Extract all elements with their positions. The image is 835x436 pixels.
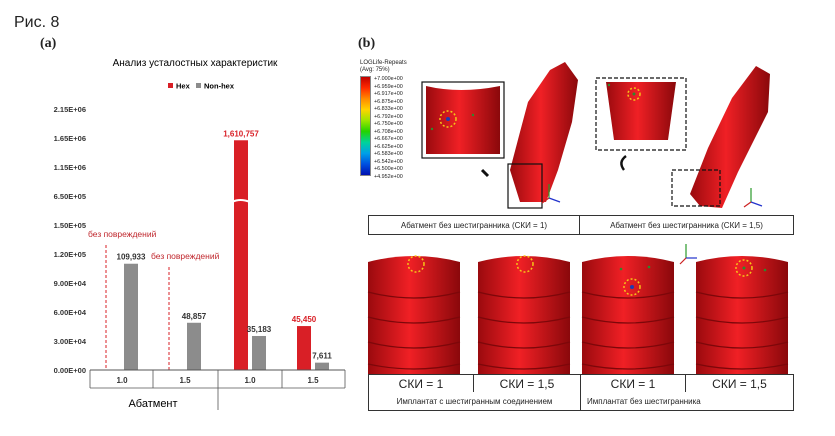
abutment-2-zoom (595, 77, 687, 171)
bar-nonhex (187, 322, 201, 370)
legend-title-2: (Avg: 75%) (360, 67, 390, 73)
implant-1-model (367, 255, 461, 374)
bar-label-hex: 45,450 (292, 315, 317, 324)
bar-label-nonhex: 7,611 (312, 352, 332, 361)
abutment-1-model (480, 62, 578, 209)
caption-ski-1b: СКИ = 1 (581, 375, 686, 393)
legend-color-bar (360, 76, 371, 176)
legend-value: +6.667e+00 (374, 136, 403, 142)
x-tick-label: 1.5 (179, 376, 191, 385)
x-tick-label: 1.0 (116, 376, 128, 385)
caption-abutment-1: Абатмент без шестигранника (СКИ = 1) (369, 216, 580, 234)
legend-value: +7.000e+00 (374, 76, 403, 82)
bar-label-hex: 1,610,757 (223, 129, 259, 138)
y-tick-label: 3.00E+04 (54, 337, 87, 346)
y-tick-label: 0.00E+00 (54, 366, 86, 375)
y-tick-label: 2.15E+06 (54, 105, 86, 114)
implant-4-model (695, 256, 789, 374)
legend-value: +6.750e+00 (374, 121, 403, 127)
implant-values-row: СКИ = 1 СКИ = 1,5 СКИ = 1 СКИ = 1,5 (368, 374, 794, 394)
caption-implant-nonhex: Имплантат без шестигранника (587, 396, 701, 406)
legend-value: +6.833e+00 (374, 106, 403, 112)
caption-abutment-2: Абатмент без шестигранника (СКИ = 1,5) (610, 220, 763, 230)
x-tick-label: 1.5 (307, 376, 319, 385)
legend-title-1: LOGLife-Repeats (360, 60, 407, 66)
implant-groups-row: Имплантат с шестигранным соединением Имп… (368, 392, 794, 411)
y-tick-label: 1.65E+06 (54, 134, 86, 143)
abutment-1-zoom (421, 81, 505, 159)
legend-swatch-nonhex (196, 83, 201, 88)
annotation-no-damage: без повреждений (88, 229, 157, 239)
legend-label-nonhex: Non-hex (204, 82, 235, 91)
legend-label-hex: Hex (176, 82, 191, 91)
x-tick-label: 1.0 (244, 376, 256, 385)
y-tick-label: 1.50E+05 (54, 221, 86, 230)
bar-label-nonhex: 48,857 (182, 312, 207, 321)
annotation-no-damage: без повреждений (151, 251, 220, 261)
y-tick-label: 1.15E+06 (54, 163, 86, 172)
legend-value: +6.583e+00 (374, 151, 403, 157)
chart-title: Анализ усталостных характеристик (113, 58, 278, 69)
bar-label-nonhex: 109,933 (117, 253, 146, 262)
panel-a-label: (a) (40, 36, 57, 51)
legend-value: +6.875e+00 (374, 98, 403, 105)
x-axis-label: Абатмент (128, 398, 177, 410)
caption-ski-15a: СКИ = 1,5 (474, 375, 581, 393)
legend-value: +6.917e+00 (374, 91, 403, 97)
bar-nonhex (252, 335, 266, 370)
legend-value: +6.792e+00 (374, 113, 403, 120)
bar-nonhex (315, 362, 329, 370)
fea-results-panel: LOGLife-Repeats (Avg: 75%) +7.000e+00+6.… (360, 52, 796, 412)
legend-values: +7.000e+00+6.959e+00+6.917e+00+6.875e+00… (374, 76, 403, 181)
caption-ski-15b: СКИ = 1,5 (712, 377, 767, 391)
fea-images (367, 62, 789, 374)
bar-hex (234, 140, 248, 370)
y-tick-label: 6.00E+04 (54, 308, 87, 317)
fatigue-bar-chart: Анализ усталостных характеристик Hex Non… (54, 58, 346, 410)
y-axis: 0.00E+00 3.00E+04 6.00E+04 9.00E+04 1.20E+05… (54, 105, 87, 375)
implant-3-model (581, 244, 697, 374)
implant-2-model (477, 255, 571, 374)
y-tick-label: 6.50E+05 (54, 192, 86, 201)
bar-hex (297, 326, 311, 370)
legend-value: +6.708e+00 (374, 128, 403, 135)
abutment-2-model (671, 66, 770, 208)
legend-value: +6.625e+00 (374, 143, 403, 150)
abutment-caption-row: Абатмент без шестигранника (СКИ = 1) Аба… (368, 215, 794, 235)
legend-swatch-hex (168, 83, 173, 88)
legend-value: +6.959e+00 (374, 83, 403, 90)
figure-label: Рис. 8 (14, 14, 60, 31)
axis-break-mark (231, 199, 251, 203)
legend-value: +4.952e+00 (374, 173, 403, 180)
bar-label-nonhex: 35,183 (247, 325, 272, 334)
fatigue-legend: LOGLife-Repeats (Avg: 75%) +7.000e+00+6.… (360, 60, 430, 181)
bar-nonhex (124, 263, 138, 370)
panel-b-label: (b) (358, 36, 376, 51)
y-tick-label: 1.20E+05 (54, 250, 86, 259)
legend-value: +6.500e+00 (374, 166, 403, 172)
caption-implant-hex: Имплантат с шестигранным соединением (369, 392, 581, 410)
y-tick-label: 9.00E+04 (54, 279, 87, 288)
x-axis: 1.0 1.5 1.0 1.5 (89, 369, 346, 410)
bars-group: без повреждений 109,933 без повреждений 48,… (88, 129, 332, 370)
legend-value: +6.542e+00 (374, 158, 403, 165)
caption-ski-1a: СКИ = 1 (369, 375, 474, 393)
